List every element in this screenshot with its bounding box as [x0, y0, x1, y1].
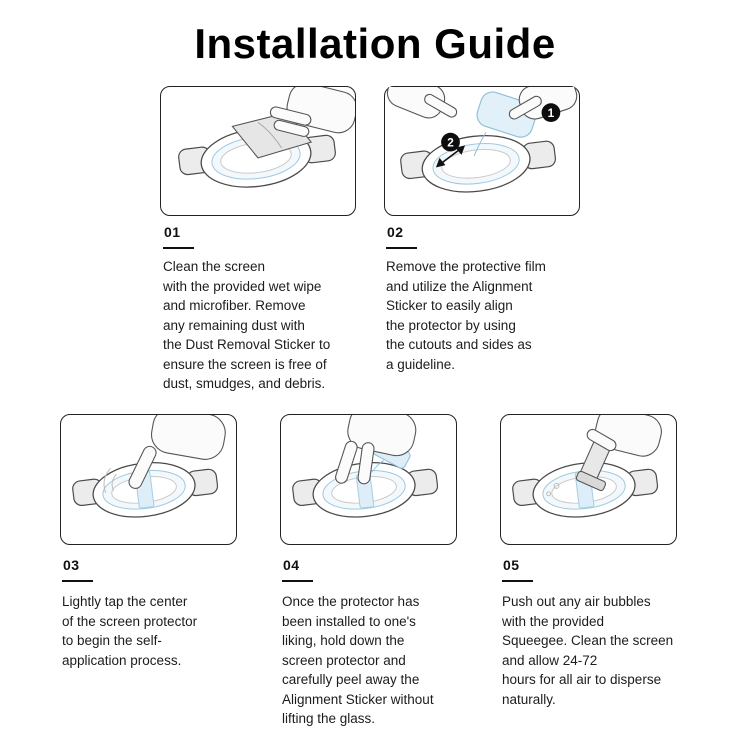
air-bubble-icon — [546, 491, 552, 497]
page-title: Installation Guide — [194, 20, 556, 67]
tap-motion-lines — [103, 467, 117, 493]
step5-description: Push out any air bubbles with the provid… — [502, 594, 674, 707]
step5-illustration — [512, 415, 662, 518]
hand-icon — [128, 415, 226, 489]
step3-description: Lightly tap the center of the screen pro… — [62, 594, 198, 668]
badge-1-icon: 1 — [541, 103, 561, 122]
step2-illustration-panel: 1 2 — [384, 86, 580, 216]
hand-icon — [335, 415, 417, 485]
hand-right-icon — [508, 87, 578, 120]
watch-icon — [400, 135, 556, 193]
step3-illustration — [72, 415, 226, 518]
step2-illustration: 1 2 — [386, 87, 578, 193]
air-bubble-icon — [553, 482, 560, 489]
hand-icon — [586, 415, 662, 457]
step4-description: Once the protector has been installed to… — [282, 594, 434, 726]
step3-number: 03 — [62, 557, 93, 582]
watch-icon — [292, 462, 439, 518]
hand-left-icon — [386, 87, 458, 119]
badge-2-label: 2 — [447, 136, 454, 150]
step5-number: 05 — [502, 557, 533, 582]
watch-icon — [72, 462, 219, 518]
step1-illustration-panel — [160, 86, 356, 216]
step1-description: Clean the screen with the provided wet w… — [163, 259, 331, 391]
squeegee-icon — [575, 439, 611, 492]
hand-icon — [269, 87, 355, 137]
step4-illustration-panel — [280, 414, 457, 545]
wipe-fold-line — [257, 122, 283, 149]
step5-illustration-panel — [500, 414, 677, 545]
badge-1-label: 1 — [548, 106, 555, 120]
step2-number: 02 — [386, 224, 417, 249]
step4-illustration — [292, 415, 439, 518]
step4-number: 04 — [282, 557, 313, 582]
step1-illustration — [178, 87, 355, 188]
direction-arrow-icon — [435, 145, 466, 168]
step3-illustration-panel — [60, 414, 237, 545]
step2-description: Remove the protective film and utilize t… — [386, 259, 546, 372]
badge-2-icon: 2 — [441, 132, 460, 152]
step1-number: 01 — [163, 224, 194, 249]
